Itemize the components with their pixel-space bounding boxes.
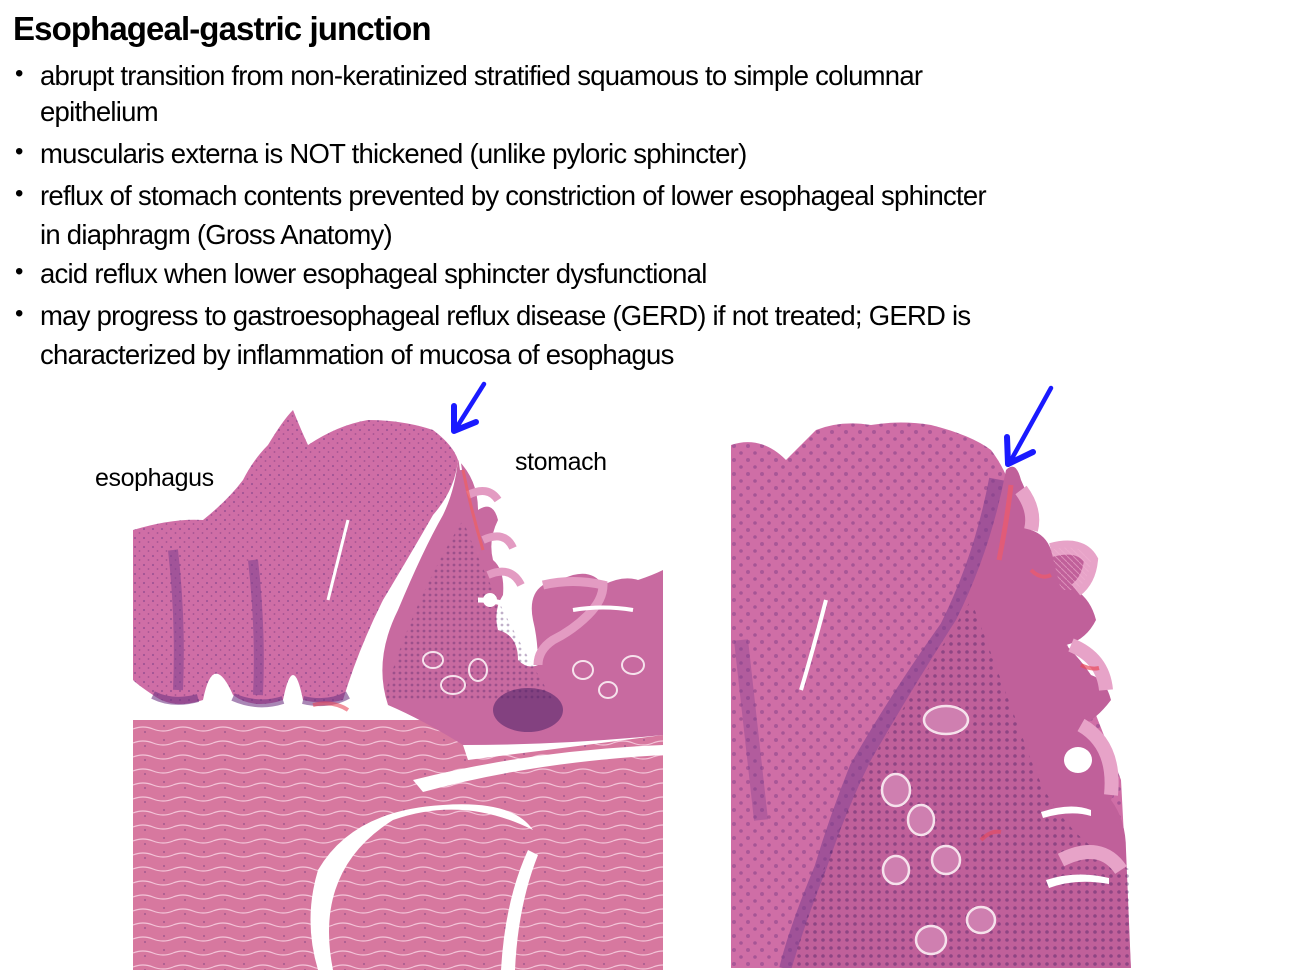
- label-esophagus: esophagus: [95, 464, 214, 492]
- bullet-glyph: •: [15, 60, 23, 87]
- bullet-item: • acid reflux when lower esophageal sphi…: [0, 258, 1297, 294]
- bullet-item: • muscularis externa is NOT thickened (u…: [0, 138, 1297, 174]
- bullet-text: acid reflux when lower esophageal sphinc…: [40, 258, 707, 289]
- bullet-glyph: •: [15, 138, 23, 165]
- bullet-text: may progress to gastroesophageal reflux …: [40, 300, 971, 331]
- micrograph-right: [731, 400, 1131, 970]
- bullet-item: • abrupt transition from non-keratinized…: [0, 60, 1297, 96]
- bullet-text: abrupt transition from non-keratinized s…: [40, 60, 923, 91]
- bullet-item: • may progress to gastroesophageal reflu…: [0, 300, 1297, 336]
- arrow-down-left-icon: [1004, 385, 1054, 467]
- histology-image-left: [133, 410, 663, 970]
- bullet-text: in diaphragm (Gross Anatomy): [40, 219, 393, 250]
- bullet-text: muscularis externa is NOT thickened (unl…: [40, 138, 747, 169]
- bullet-glyph: •: [15, 180, 23, 207]
- arrow-down-left-icon: [451, 381, 487, 434]
- bullet-item: • reflux of stomach contents prevented b…: [0, 180, 1297, 216]
- micrograph-left: [133, 400, 663, 970]
- slide-title: Esophageal-gastric junction: [13, 10, 432, 47]
- bullet-text: characterized by inflammation of mucosa …: [40, 339, 674, 370]
- bullet-text: reflux of stomach contents prevented by …: [40, 180, 987, 211]
- bullet-glyph: •: [15, 258, 23, 285]
- bullet-text: epithelium: [40, 96, 159, 127]
- label-stomach: stomach: [515, 448, 607, 476]
- bullet-glyph: •: [15, 300, 23, 327]
- histology-image-right: [731, 422, 1131, 970]
